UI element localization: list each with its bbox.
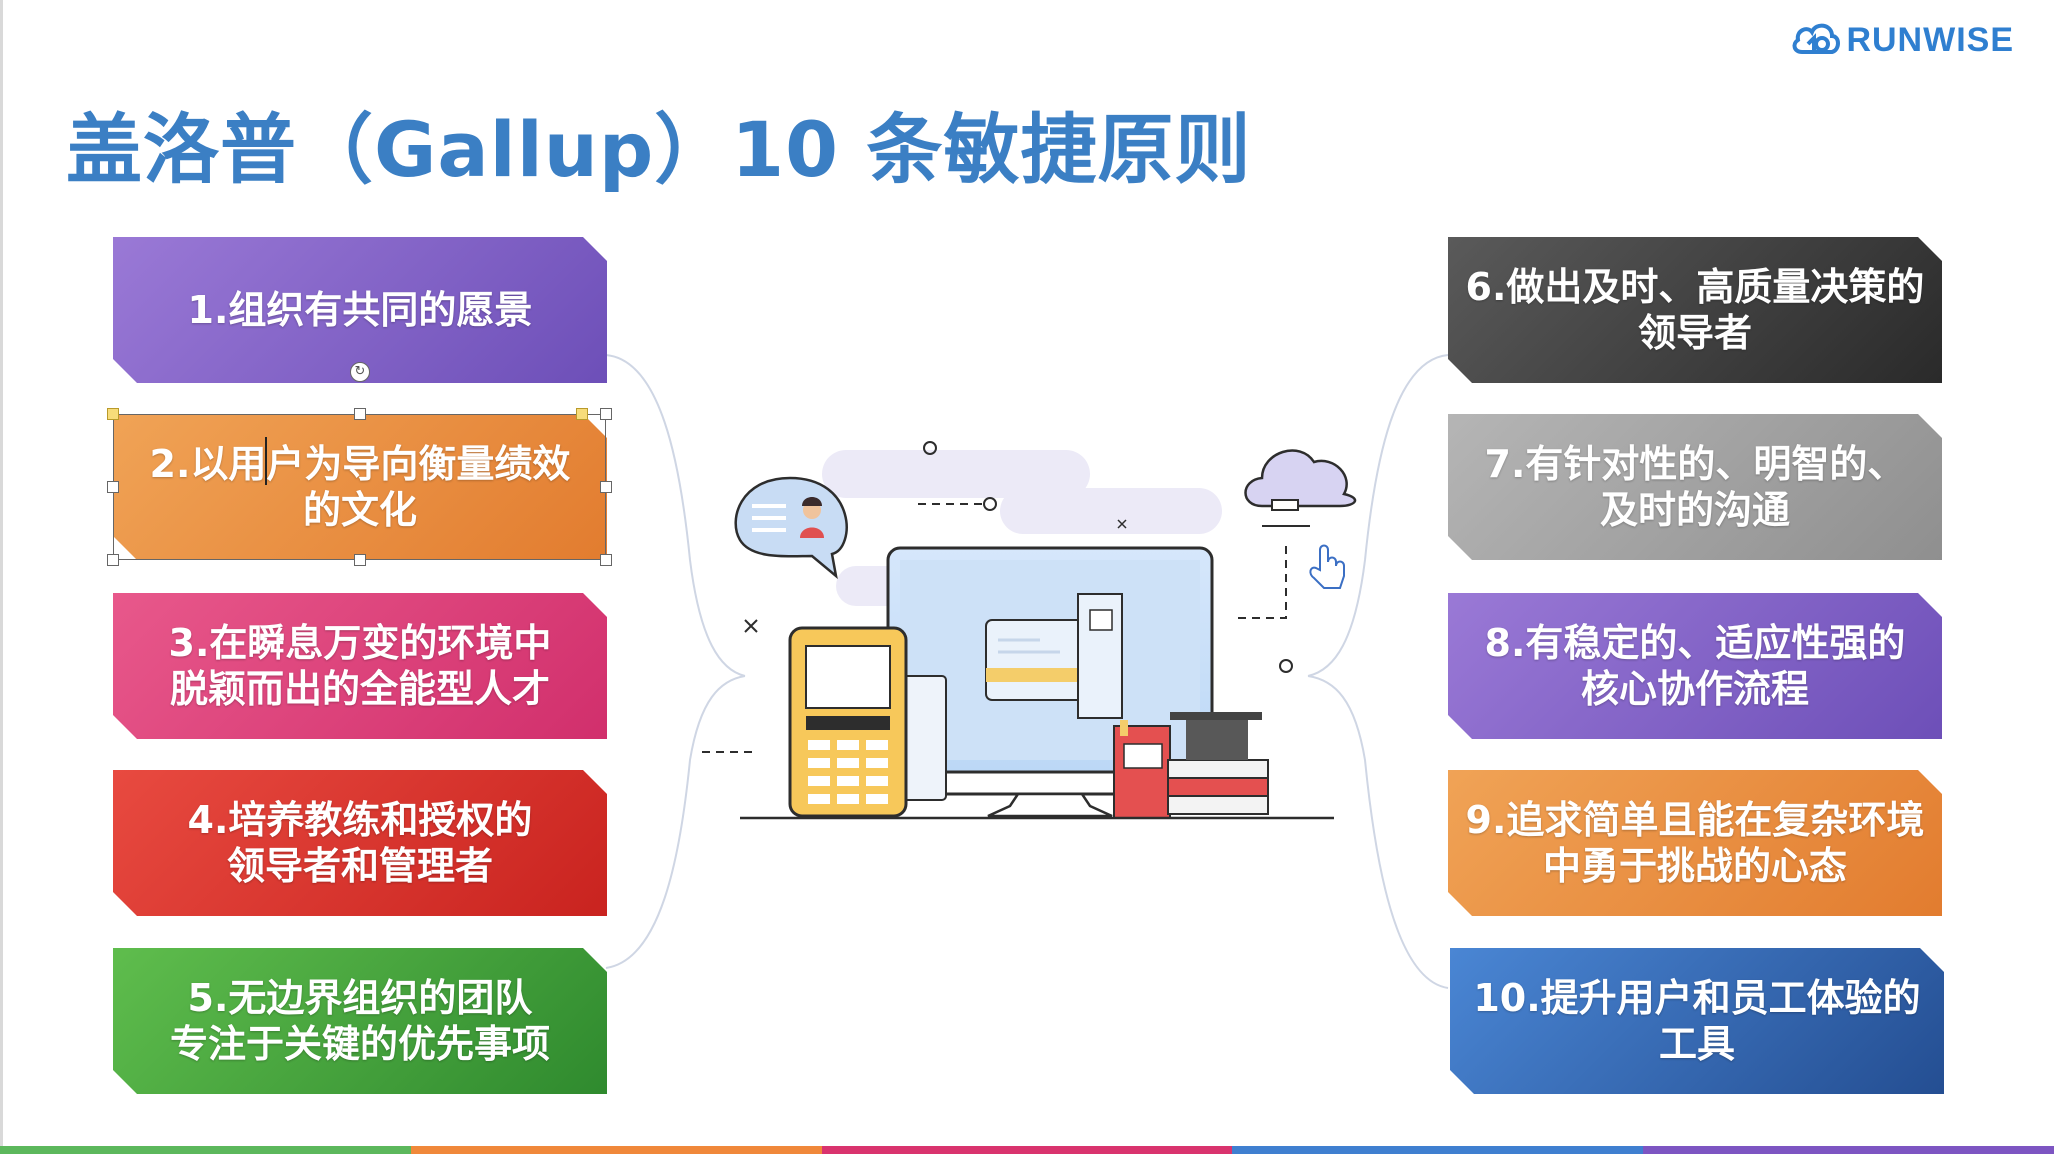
principle-card-2[interactable]: 2.以用户为导向衡量绩效的文化	[113, 414, 607, 560]
left-connector-lines	[605, 354, 746, 969]
principle-card-4-line1: 4.培养教练和授权的	[187, 798, 533, 842]
resize-handle-top-middle[interactable]	[354, 408, 366, 420]
principle-card-7[interactable]: 7.有针对性的、明智的、及时的沟通	[1448, 414, 1942, 560]
principle-card-1-line1: 1.组织有共同的愿景	[187, 288, 533, 332]
bottom-bar-segment-5	[1643, 1146, 2054, 1154]
principle-card-5[interactable]: 5.无边界组织的团队专注于关键的优先事项	[113, 948, 607, 1094]
bottom-bar-segment-4	[1232, 1146, 1644, 1154]
principle-card-6-line2: 领导者	[1637, 311, 1752, 355]
text-cursor	[265, 437, 267, 485]
resize-handle-middle-left[interactable]	[107, 481, 119, 493]
logo-text: RUNWISE	[1846, 20, 2014, 59]
principle-card-3-line2: 脱颖而出的全能型人才	[169, 667, 550, 711]
principle-card-10-line1: 10.提升用户和员工体验的	[1473, 976, 1921, 1020]
principle-card-7-line1: 7.有针对性的、明智的、	[1484, 442, 1906, 486]
principle-card-7-line2: 及时的沟通	[1599, 488, 1790, 532]
books-icon	[1113, 712, 1269, 819]
principle-card-6-line1: 6.做出及时、高质量决策的	[1465, 265, 1925, 309]
resize-handle-middle-right[interactable]	[600, 481, 612, 493]
principle-card-4[interactable]: 4.培养教练和授权的领导者和管理者	[113, 770, 607, 916]
cloud-logo-icon	[1792, 23, 1841, 54]
monitor-icon	[886, 546, 1214, 818]
resize-handle-bottom-right[interactable]	[600, 554, 612, 566]
principle-card-10[interactable]: 10.提升用户和员工体验的工具	[1450, 948, 1944, 1094]
bottom-bar-segment-1	[0, 1146, 411, 1154]
principle-card-3-line1: 3.在瞬息万变的环境中	[168, 621, 552, 665]
principle-card-5-line2: 专注于关键的优先事项	[169, 1022, 550, 1066]
slide-left-border	[0, 0, 3, 1154]
resize-handle-top-left[interactable]	[107, 408, 119, 420]
resize-handle-bottom-middle[interactable]	[354, 554, 366, 566]
hand-pointer-icon	[1309, 544, 1345, 589]
slide-title: 盖洛普（Gallup）10 条敏捷原则	[66, 105, 1252, 194]
bottom-bar-segment-3	[821, 1146, 1233, 1154]
principle-card-2-line1: 2.以用户为导向衡量绩效	[149, 442, 571, 486]
principle-card-8-line2: 核心协作流程	[1580, 667, 1809, 711]
principle-card-10-line2: 工具	[1658, 1022, 1735, 1066]
principle-card-9[interactable]: 9.追求简单且能在复杂环境中勇于挑战的心态	[1448, 770, 1942, 916]
right-connector-lines	[1307, 354, 1449, 989]
cloud-icon	[1244, 449, 1357, 527]
principle-card-5-line1: 5.无边界组织的团队	[187, 976, 533, 1020]
principle-card-8[interactable]: 8.有稳定的、适应性强的核心协作流程	[1448, 593, 1942, 739]
bottom-bar-segment-2	[410, 1146, 822, 1154]
principle-card-4-line2: 领导者和管理者	[226, 844, 493, 888]
principle-card-2-line2: 的文化	[302, 488, 417, 532]
resize-handle-top-right-yellow[interactable]	[576, 408, 588, 420]
principle-card-9-line2: 中勇于挑战的心态	[1542, 844, 1847, 888]
resize-handle-top-right[interactable]	[600, 408, 612, 420]
pos-terminal-icon	[788, 626, 947, 818]
rotate-handle-icon[interactable]: ↻	[350, 362, 370, 382]
principle-card-6[interactable]: 6.做出及时、高质量决策的领导者	[1448, 237, 1942, 383]
principle-card-1[interactable]: 1.组织有共同的愿景	[113, 237, 607, 383]
resize-handle-bottom-left[interactable]	[107, 554, 119, 566]
runwise-logo: RUNWISE	[1790, 14, 2014, 66]
chat-bubble-icon	[734, 476, 848, 580]
principle-card-8-line1: 8.有稳定的、适应性强的	[1484, 621, 1906, 665]
principle-card-3[interactable]: 3.在瞬息万变的环境中脱颖而出的全能型人才	[113, 593, 607, 739]
bottom-color-bar	[0, 1146, 2054, 1154]
principle-card-9-line1: 9.追求简单且能在复杂环境	[1465, 798, 1925, 842]
